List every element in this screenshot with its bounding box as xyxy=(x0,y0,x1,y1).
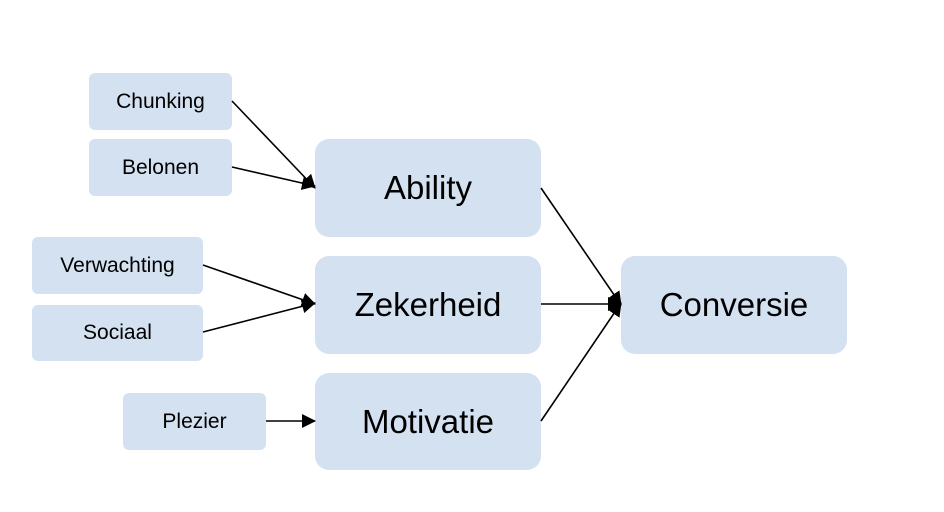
node-verwachting: Verwachting xyxy=(32,237,203,294)
node-plezier-label: Plezier xyxy=(162,409,227,433)
edge-sociaal-zekerheid xyxy=(202,299,316,333)
node-sociaal-label: Sociaal xyxy=(83,321,152,344)
node-ability-label: Ability xyxy=(383,169,473,206)
node-belonen: Belonen xyxy=(89,139,232,196)
edge-ability-conversie xyxy=(540,187,622,306)
node-motivatie: Motivatie xyxy=(315,373,541,470)
edge-belonen-ability xyxy=(231,166,316,190)
node-motivatie-label: Motivatie xyxy=(361,402,495,440)
edge-verwachting-zekerheid xyxy=(202,264,316,307)
node-chunking-label: Chunking xyxy=(116,89,205,113)
node-conversie-label: Conversie xyxy=(659,286,809,323)
node-zekerheid-label: Zekerheid xyxy=(354,286,502,323)
node-conversie: Conversie xyxy=(621,256,847,354)
node-plezier: Plezier xyxy=(123,393,266,450)
node-verwachting-label: Verwachting xyxy=(60,253,175,277)
node-ability: Ability xyxy=(315,139,541,237)
node-chunking: Chunking xyxy=(89,73,232,130)
node-belonen-label: Belonen xyxy=(121,155,200,179)
edge-chunking-ability xyxy=(231,100,316,189)
node-zekerheid: Zekerheid xyxy=(315,256,541,354)
node-sociaal: Sociaal xyxy=(32,305,203,361)
edge-motivatie-conversie xyxy=(540,302,622,422)
